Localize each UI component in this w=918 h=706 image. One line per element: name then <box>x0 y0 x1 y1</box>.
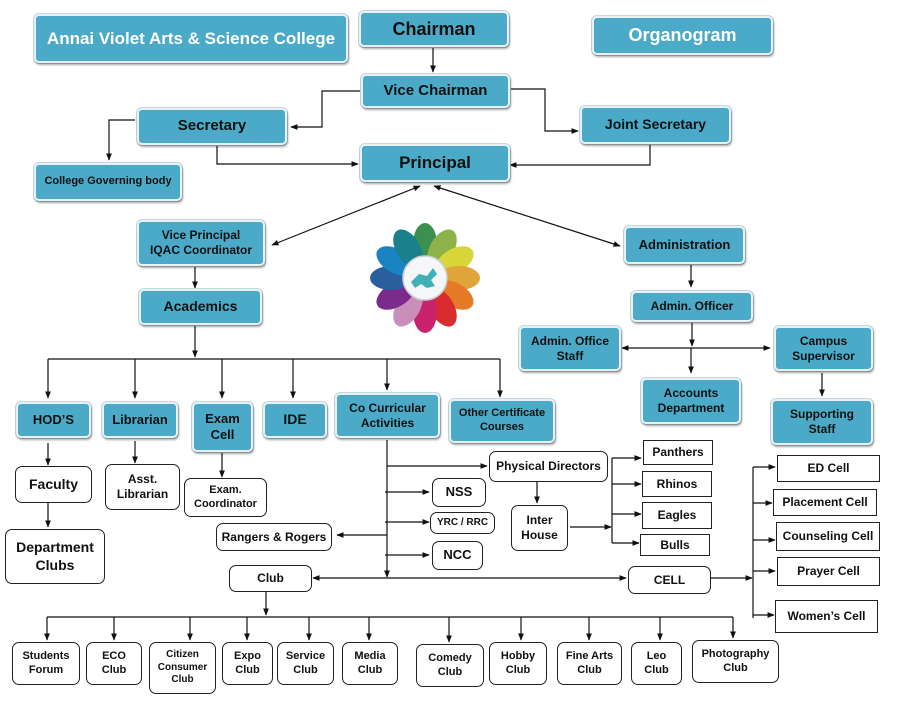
ed-cell-box: ED Cell <box>777 455 880 482</box>
logo-globe-land <box>411 268 437 288</box>
organogram-title: Organogram <box>592 16 773 55</box>
club-item: Leo Club <box>631 642 682 685</box>
placement-cell-box: Placement Cell <box>773 489 877 516</box>
club-item: Media Club <box>342 642 398 685</box>
rangers-rogers-box: Rangers & Rogers <box>216 523 332 551</box>
club-item: Comedy Club <box>416 644 484 687</box>
exam-cell-box: Exam Cell <box>192 402 253 452</box>
administration-box: Administration <box>624 226 745 264</box>
secretary-box: Secretary <box>137 108 287 145</box>
accounts-department-box: Accounts Department <box>641 378 741 424</box>
co-curricular-box: Co Curricular Activities <box>335 393 440 438</box>
club-item: Hobby Club <box>489 642 547 685</box>
joint-secretary-box: Joint Secretary <box>580 106 731 144</box>
house-bulls: Bulls <box>640 534 710 556</box>
ncc-box: NCC <box>432 541 483 570</box>
club-item: Expo Club <box>222 642 273 685</box>
club-item: Students Forum <box>12 642 80 685</box>
librarian-box: Librarian <box>102 402 178 438</box>
campus-supervisor-box: Campus Supervisor <box>774 326 873 371</box>
house-panthers: Panthers <box>643 440 713 465</box>
prayer-cell-box: Prayer Cell <box>777 557 880 586</box>
vice-principal-box: Vice Principal IQAC Coordinator <box>137 220 265 266</box>
club-box: Club <box>229 565 312 592</box>
faculty-box: Faculty <box>15 466 92 503</box>
club-item: Service Club <box>277 642 334 685</box>
counseling-cell-box: Counseling Cell <box>776 522 880 551</box>
supporting-staff-box: Supporting Staff <box>771 399 873 445</box>
college-name-banner: Annai Violet Arts & Science College <box>34 14 348 63</box>
academics-box: Academics <box>139 289 262 325</box>
nss-box: NSS <box>432 478 486 507</box>
club-item: Photography Club <box>692 640 779 683</box>
exam-coordinator-box: Exam. Coordinator <box>184 478 267 517</box>
inter-house-box: Inter House <box>511 505 568 551</box>
other-certificate-courses-box: Other Certificate Courses <box>449 399 555 443</box>
admin-officer-box: Admin. Officer <box>631 291 753 322</box>
house-rhinos: Rhinos <box>642 471 712 497</box>
yrc-rrc-box: YRC / RRC <box>430 512 495 534</box>
department-clubs-box: Department Clubs <box>5 529 105 584</box>
vice-chairman-box: Vice Chairman <box>361 74 510 108</box>
club-item: Citizen Consumer Club <box>149 642 216 694</box>
governing-body-box: College Governing body <box>34 163 182 201</box>
club-item: ECO Club <box>86 642 142 685</box>
admin-office-staff-box: Admin. Office Staff <box>519 326 621 371</box>
principal-box: Principal <box>360 144 510 182</box>
womens-cell-box: Women’s Cell <box>775 600 878 633</box>
club-item: Fine Arts Club <box>557 642 622 685</box>
house-eagles: Eagles <box>642 502 712 529</box>
physical-directors-box: Physical Directors <box>489 451 608 482</box>
cell-box: CELL <box>628 566 711 594</box>
hods-box: HOD’S <box>16 402 91 438</box>
asst-librarian-box: Asst. Librarian <box>105 464 180 510</box>
ide-box: IDE <box>263 402 327 438</box>
college-logo-icon <box>370 223 480 333</box>
chairman-box: Chairman <box>359 11 509 47</box>
